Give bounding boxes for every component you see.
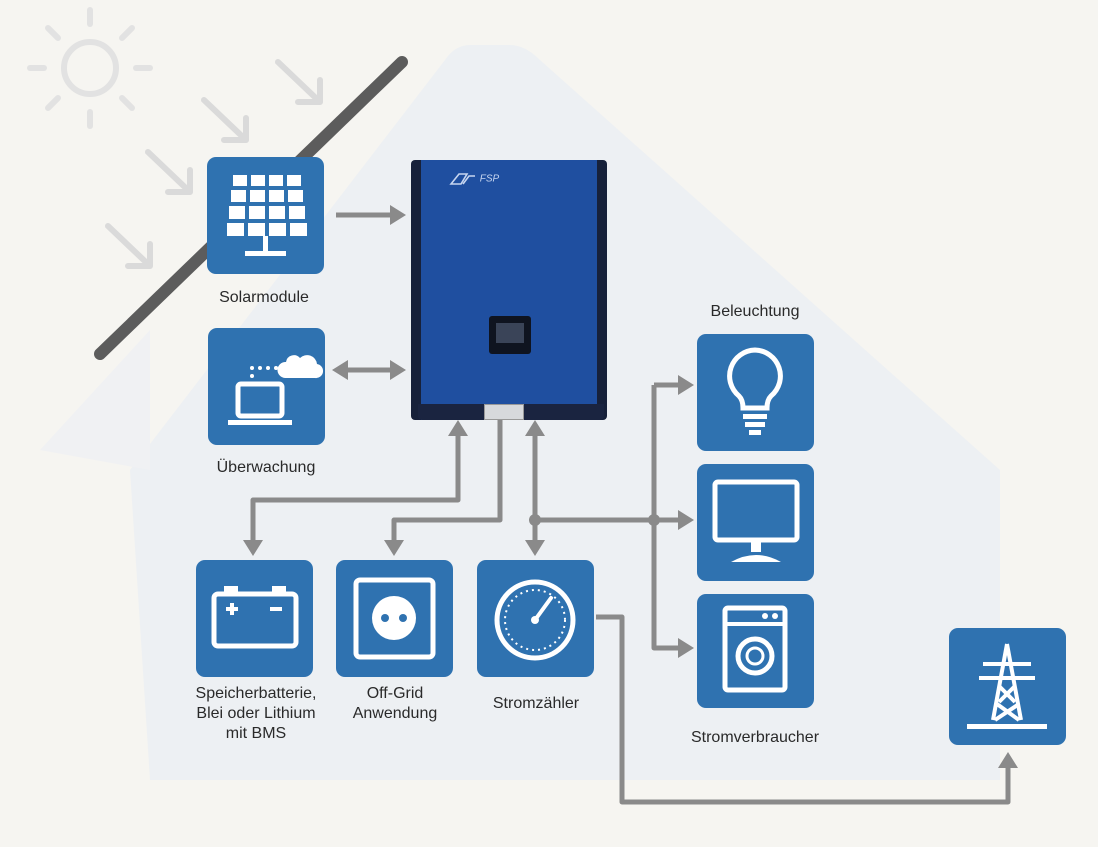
arrow-inverter-battery [250,434,461,542]
label-battery-line1: Speicherbatterie, [195,685,317,702]
lightbulb-icon [727,347,783,435]
label-battery: Speicherbatterie, Blei oder Lithium mit … [166,684,346,744]
lighting-tile [697,334,814,451]
appliance-tile [697,594,814,708]
sunlight-arrows [105,59,323,269]
inverter-display [489,316,531,354]
brand-text: FSP [479,173,500,185]
inverter-logo: FSP [449,172,499,186]
meter-tile [477,560,594,677]
monitor-icon [712,479,800,562]
meter-icon [494,579,576,661]
inverter-connector [484,404,524,420]
monitoring-tile [208,328,325,445]
sun-icon [27,7,153,129]
arrow-meter-grid [596,614,1011,805]
label-offgrid: Off-Grid Anwendung [320,684,470,724]
battery-icon [211,586,299,649]
label-battery-line3: mit BMS [225,725,287,742]
label-monitoring: Überwachung [216,459,316,476]
laptop-cloud-icon [228,355,324,425]
tv-tile [697,464,814,581]
label-meter: Stromzähler [492,695,580,712]
battery-tile [196,560,313,677]
label-consumers: Stromverbraucher [690,729,820,746]
offgrid-tile [336,560,453,677]
label-offgrid-line1: Off-Grid [366,685,424,702]
inverter: FSP [411,160,607,420]
grid-tile [949,628,1066,745]
label-offgrid-line2: Anwendung [352,705,438,722]
arrow-inverter-offgrid [391,420,503,542]
label-solar: Solarmodule [219,289,309,306]
label-battery-line2: Blei oder Lithium [196,705,316,722]
solar-tile [207,157,324,274]
solar-panel-icon [227,175,307,256]
power-pylon-icon [967,643,1047,729]
label-lighting: Beleuchtung [710,303,800,320]
washing-machine-icon [722,605,788,693]
socket-icon [353,577,436,660]
